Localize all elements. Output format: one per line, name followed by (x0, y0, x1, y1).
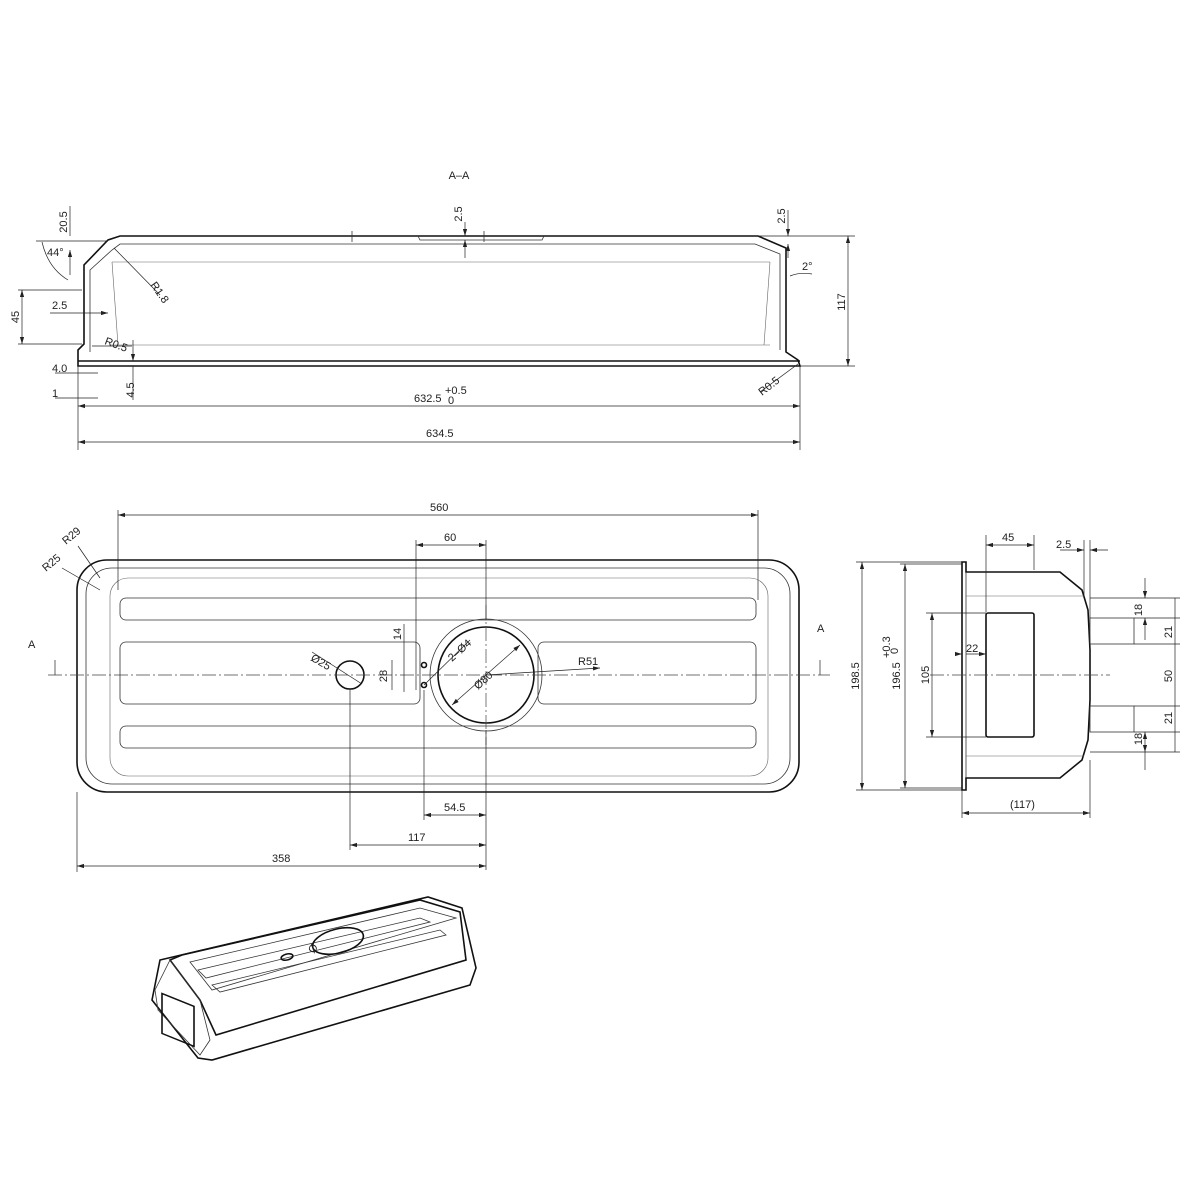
dim-560: 560 (430, 502, 448, 514)
radius-r1-8: R1.8 (148, 280, 171, 306)
iso-opening (311, 926, 365, 956)
iso-front-face (154, 959, 211, 1056)
plan-rib-mid-right (537, 641, 757, 705)
side-tab-top (1089, 617, 1135, 645)
dim-21-top: 21 (1163, 626, 1175, 638)
iso-view: Ø (151, 896, 477, 1061)
dim-117-ref: (117) (1010, 799, 1035, 811)
iso-top (168, 899, 467, 1036)
dim-22: 22 (966, 643, 978, 655)
dim-1: 1 (52, 388, 58, 400)
dim-198-5: 198.5 (850, 662, 862, 690)
dim-4-0: 4.0 (52, 363, 67, 375)
plan-rib-top (119, 597, 757, 621)
iso-rib-2 (211, 929, 447, 993)
side-tab-bottom (1089, 705, 1135, 733)
dim-634-5: 634.5 (426, 428, 454, 440)
iso-hole (280, 952, 294, 962)
dim-2-5-top: 2.5 (453, 206, 465, 221)
section-inner-wall-left (111, 261, 119, 346)
dim-18-top: 18 (1133, 604, 1145, 616)
plan-outer-outline (76, 559, 800, 793)
side-outline (961, 561, 1091, 791)
iso-window (161, 992, 195, 1048)
section-title: A–A (449, 170, 470, 182)
dim-117-section: 117 (836, 293, 848, 311)
holes-2x4-label: 2–Ø4 (446, 637, 474, 664)
iso-rib-1 (197, 917, 432, 979)
dim-2-5-wall: 2.5 (52, 300, 67, 312)
section-view: A–A 20.5 44° 45 2.5 R1.8 (10, 170, 855, 450)
dim-196-5: 196.5 (891, 662, 903, 690)
plan-inner-outline (85, 567, 791, 785)
iso-top-inner (189, 907, 458, 991)
dim-2-5-right: 2.5 (776, 208, 788, 223)
plan-rib-mid-left (119, 641, 421, 705)
dim-117-plan: 117 (408, 832, 426, 844)
section-letter-right: A (817, 623, 825, 635)
dim-2-5-side: 2.5 (1056, 539, 1071, 551)
side-view: 45 2.5 198.5 196.5 +0.3 0 105 22 (850, 532, 1180, 818)
dim-196-5-tol-upper: +0.3 (881, 636, 893, 658)
iso-base (151, 896, 477, 1061)
hole-25-label: Ø25 (309, 652, 333, 673)
dim-45-side: 45 (1002, 532, 1014, 544)
dim-358: 358 (272, 853, 290, 865)
plan-inner-outline-2 (109, 577, 769, 777)
dim-14: 14 (392, 628, 404, 640)
section-letter-left: A (28, 639, 36, 651)
dim-632-5-tol-upper: +0.5 (445, 385, 467, 397)
section-inner-profile (89, 243, 781, 352)
dim-50: 50 (1163, 670, 1175, 682)
plan-view: A A 560 60 R29 R25 Ø25 14 28 2–Ø4 Ø80 R5… (28, 502, 830, 872)
dim-196-5-tol-lower: 0 (889, 648, 901, 654)
section-outer-profile (77, 235, 802, 367)
dim-632-5-tol-lower: 0 (448, 395, 454, 407)
dim-45-left: 45 (10, 311, 22, 323)
radius-r29: R29 (60, 525, 83, 547)
radius-r51: R51 (578, 656, 598, 668)
dim-20-5: 20.5 (58, 211, 70, 232)
radius-r25: R25 (40, 552, 63, 574)
angle-right: 2° (802, 261, 813, 273)
plan-small-hole-2 (420, 681, 428, 689)
dim-60: 60 (444, 532, 456, 544)
dim-105: 105 (920, 666, 932, 684)
dim-54-5: 54.5 (444, 802, 465, 814)
section-top-recess (417, 235, 545, 241)
opening-80-label: Ø80 (472, 669, 495, 692)
angle-left: 44° (47, 247, 64, 259)
dim-28: 28 (378, 670, 390, 682)
dim-18-bottom: 18 (1133, 733, 1145, 745)
plan-small-hole-1 (420, 661, 428, 669)
dim-4-5: 4.5 (125, 382, 137, 397)
section-inner-wall-right (763, 261, 771, 346)
radius-r0-5-left: R0.5 (103, 336, 129, 355)
dim-632-5: 632.5 (414, 393, 442, 405)
dim-21-bottom: 21 (1163, 712, 1175, 724)
plan-rib-bottom (119, 725, 757, 749)
